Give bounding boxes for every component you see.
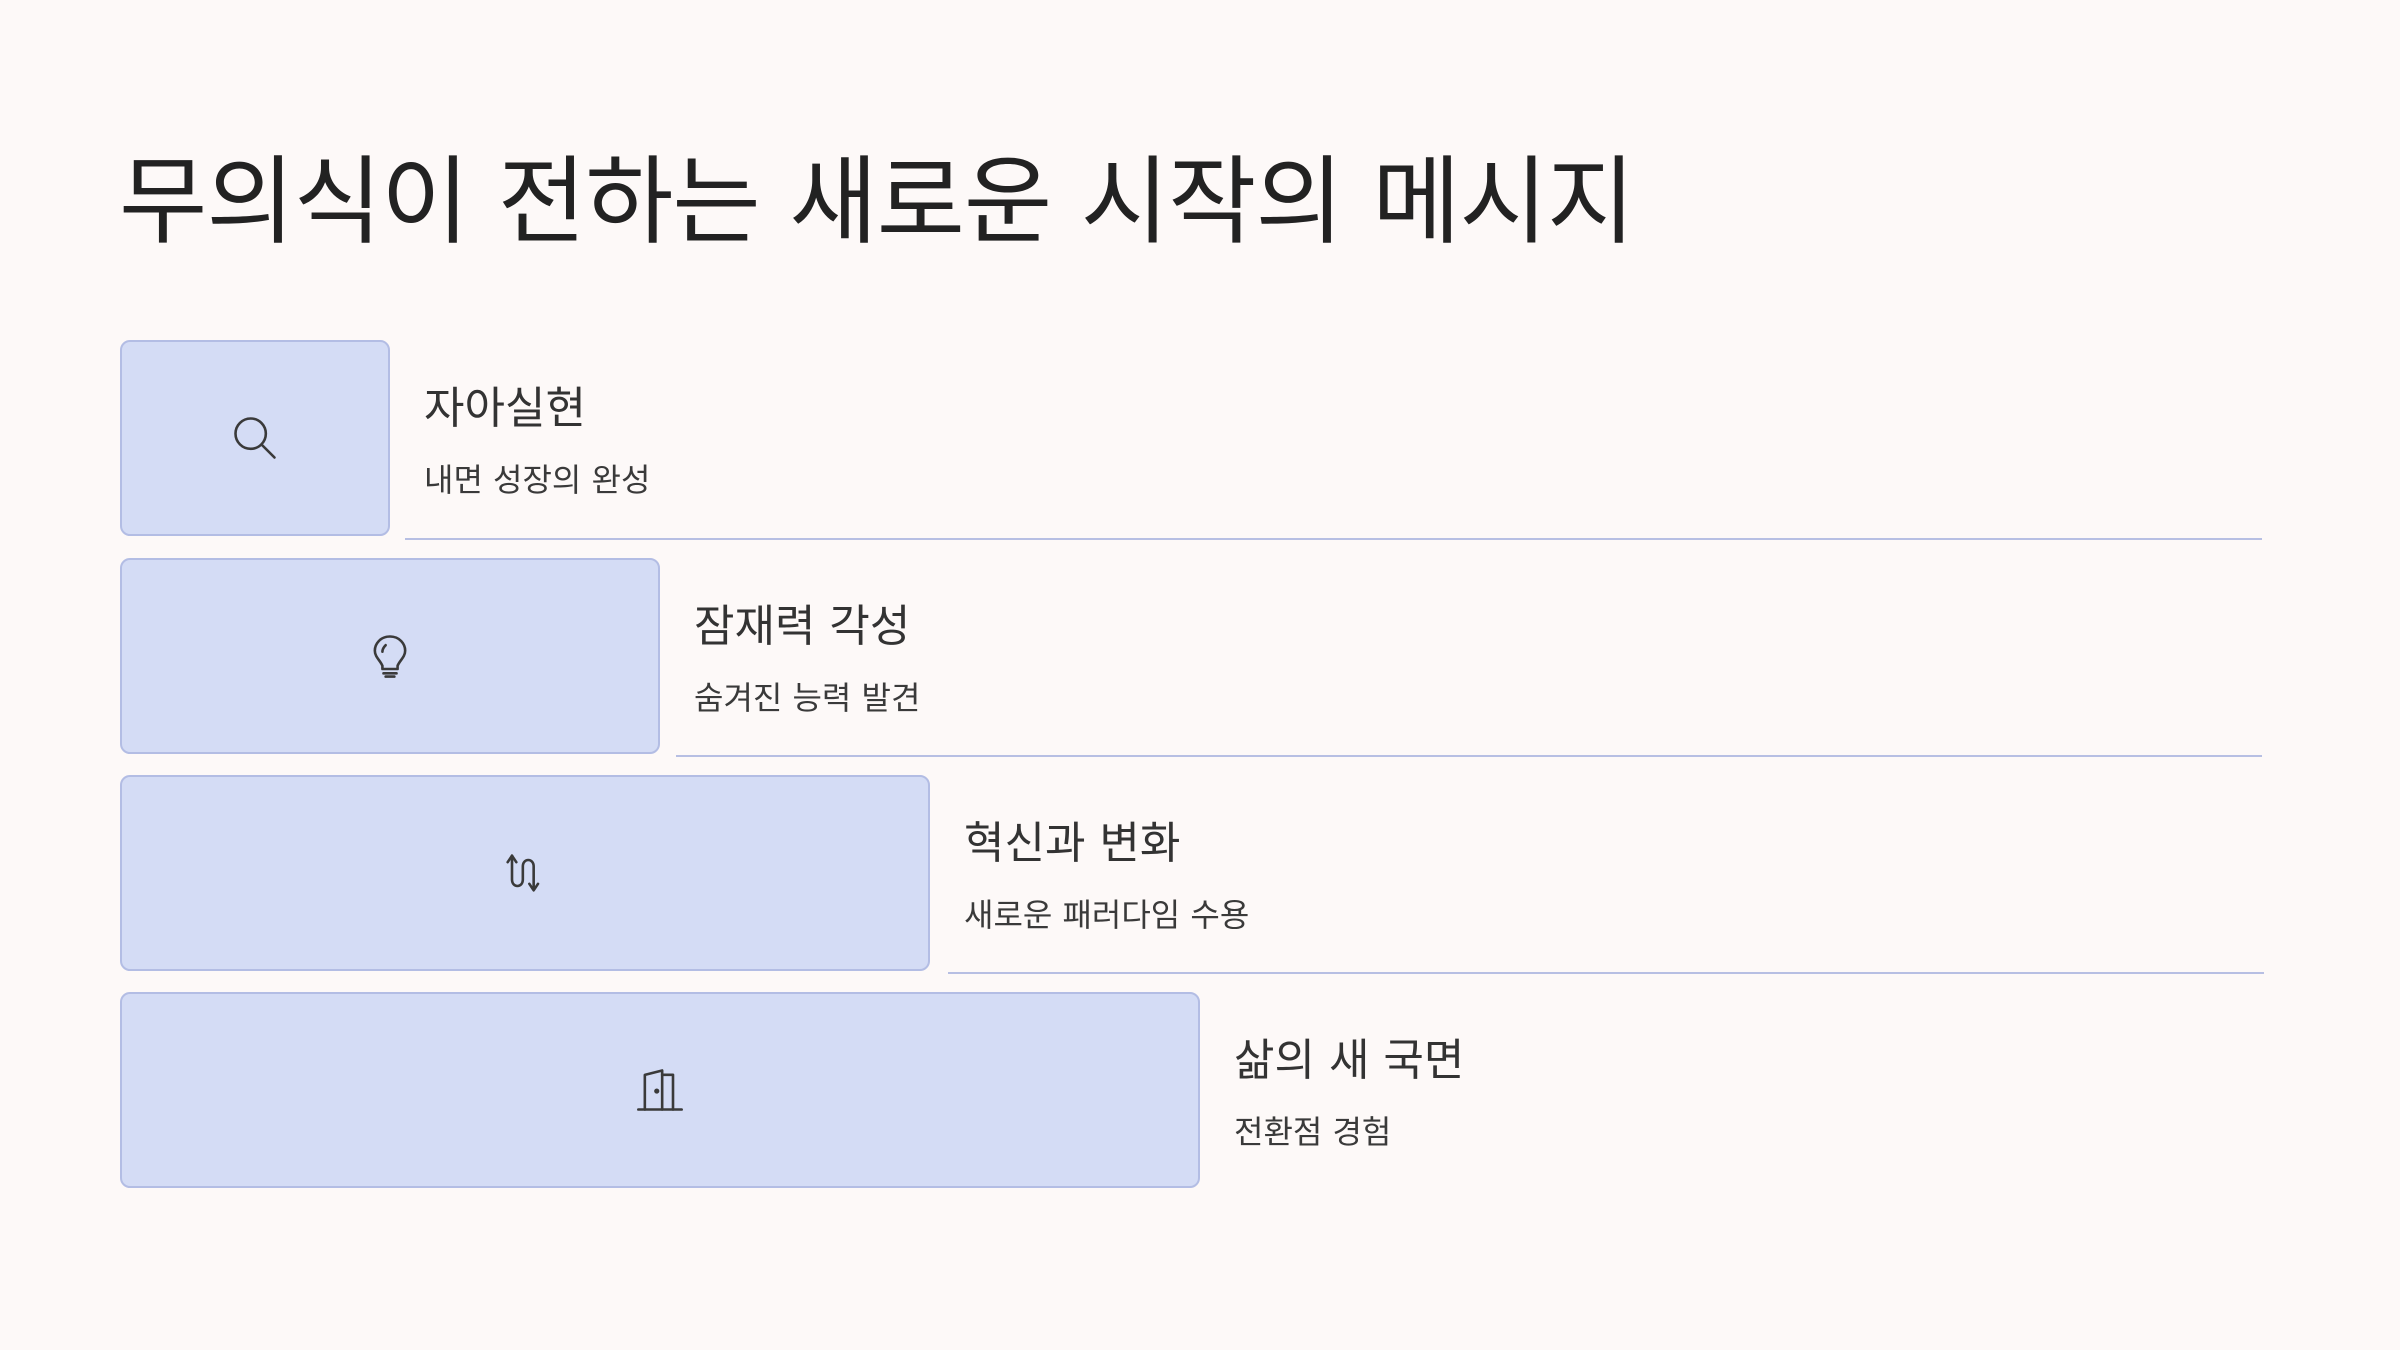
step-box-2 <box>120 558 660 754</box>
step-description: 내면 성장의 완성 <box>424 461 651 499</box>
divider-3 <box>948 972 2264 974</box>
search-icon <box>234 417 276 459</box>
step-row-4: 삶의 새 국면 전환점 경험 <box>120 992 2260 1192</box>
swap-arrows-icon <box>506 854 540 892</box>
step-row-2: 잠재력 각성 숨겨진 능력 발견 <box>120 558 2260 758</box>
step-title: 혁신과 변화 <box>964 818 1181 869</box>
step-title: 잠재력 각성 <box>694 601 911 652</box>
step-description: 전환점 경험 <box>1234 1113 1392 1151</box>
step-box-3 <box>120 775 930 971</box>
divider-2 <box>676 755 2262 757</box>
step-box-1 <box>120 340 390 536</box>
step-title: 자아실현 <box>424 383 586 434</box>
door-open-icon <box>637 1069 683 1111</box>
divider-1 <box>405 538 2262 540</box>
step-box-4 <box>120 992 1200 1188</box>
step-description: 숨겨진 능력 발견 <box>694 679 921 717</box>
step-description: 새로운 패러다임 수용 <box>964 896 1250 934</box>
page-title: 무의식이 전하는 새로운 시작의 메시지 <box>119 146 1635 258</box>
lightbulb-icon <box>373 635 407 678</box>
step-row-1: 자아실현 내면 성장의 완성 <box>120 340 2260 540</box>
step-title: 삶의 새 국면 <box>1234 1035 1465 1086</box>
step-row-3: 혁신과 변화 새로운 패러다임 수용 <box>120 775 2260 975</box>
